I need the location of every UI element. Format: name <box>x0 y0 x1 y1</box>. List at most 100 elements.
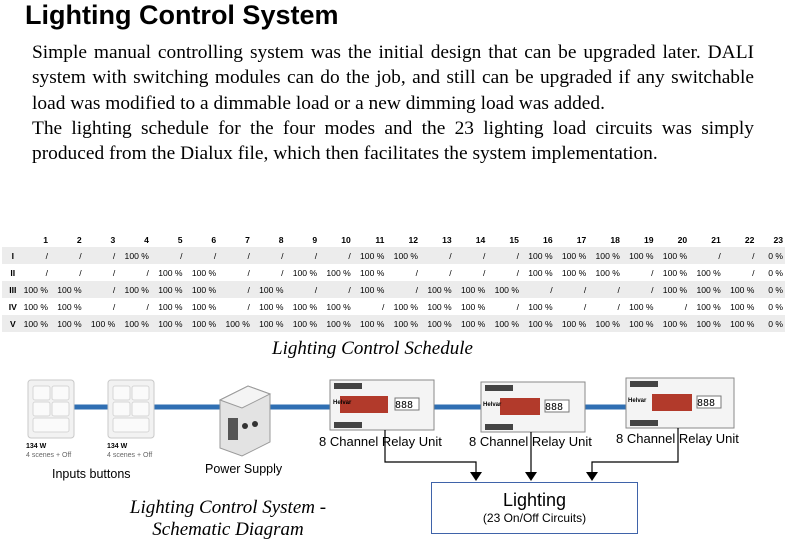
schedule-cell: / <box>482 267 486 278</box>
schedule-cell: 100 % <box>57 318 82 329</box>
schedule-cell: / <box>348 250 351 261</box>
schedule-cell: / <box>752 250 755 261</box>
schedule-cell: 100 % <box>730 284 755 295</box>
column-header: 15 <box>509 235 519 245</box>
schedule-cell: / <box>348 284 351 295</box>
schedule-cell: / <box>617 284 620 295</box>
column-header: 9 <box>312 235 318 245</box>
relay-brand: Helvar <box>628 398 647 404</box>
schedule-cell: 100 % <box>191 284 217 295</box>
column-header: 19 <box>643 235 654 245</box>
schedule-cell: 100 % <box>360 267 385 278</box>
schedule-cell: / <box>213 250 217 261</box>
schedule-cell: 100 % <box>326 318 351 329</box>
schedule-cell: / <box>482 250 486 261</box>
schedule-cell: / <box>752 267 755 278</box>
column-header: 10 <box>341 235 351 245</box>
column-header: 7 <box>245 235 250 245</box>
button-scenes-label: 4 scenes + Off <box>26 452 72 459</box>
schedule-cell: 100 % <box>528 267 553 278</box>
lighting-subtitle: (23 On/Off Circuits) <box>482 511 587 525</box>
diagram-caption: Lighting Control System - Schematic Diag… <box>118 497 338 541</box>
schedule-cell: / <box>112 267 116 278</box>
relay-unit <box>480 381 586 433</box>
column-header: 5 <box>177 235 183 245</box>
schedule-cell: 100 % <box>158 267 183 278</box>
diagram-caption-line: Schematic Diagram <box>152 519 304 540</box>
schedule-cell: 100 % <box>662 318 688 329</box>
column-header: 14 <box>475 235 486 245</box>
schedule-cell: 100 % <box>561 250 587 261</box>
column-header: 12 <box>408 235 419 245</box>
relay-unit-label: 8 Channel Relay Unit <box>319 434 442 449</box>
schedule-cell: 100 % <box>191 267 217 278</box>
schedule-cell: 0 % <box>768 318 783 329</box>
paragraph: Simple manual controlling system was the… <box>32 42 754 114</box>
schedule-cell: 100 % <box>158 284 183 295</box>
schedule-cell: 100 % <box>730 318 755 329</box>
relay-unit-label: 8 Channel Relay Unit <box>469 434 592 449</box>
schedule-cell: / <box>516 301 519 312</box>
schedule-cell: 100 % <box>326 267 351 278</box>
schedule-cell: 100 % <box>360 284 385 295</box>
schedule-cell: 100 % <box>23 301 48 312</box>
column-header: 20 <box>677 235 688 245</box>
schedule-cell: / <box>651 267 654 278</box>
schedule-cell: 100 % <box>427 301 452 312</box>
schedule-cell: 100 % <box>393 250 419 261</box>
schedule-cell: / <box>651 284 654 295</box>
schedule-cell: / <box>112 301 116 312</box>
column-header: 2 <box>76 235 82 245</box>
schedule-cell: / <box>79 250 82 261</box>
column-header: 23 <box>773 235 783 245</box>
schedule-cell: / <box>382 301 385 312</box>
schedule-cell: 100 % <box>57 284 82 295</box>
schedule-cell: / <box>583 301 587 312</box>
schedule-cell: 100 % <box>528 318 553 329</box>
table-row: II////100 %100 %//100 %100 %100 %////100… <box>2 264 785 281</box>
schedule-cell: 100 % <box>561 318 587 329</box>
column-header: 3 <box>110 235 116 245</box>
column-header: 22 <box>744 235 755 245</box>
column-header: 4 <box>144 235 149 245</box>
schedule-cell: 100 % <box>292 301 318 312</box>
schedule-cell: 100 % <box>595 267 620 278</box>
schematic-diagram <box>27 377 735 481</box>
schedule-cell: 100 % <box>629 250 654 261</box>
schedule-cell: 100 % <box>158 318 183 329</box>
schedule-cell: 100 % <box>90 318 116 329</box>
column-header: 1 <box>43 235 48 245</box>
column-header: 21 <box>711 235 721 245</box>
schedule-cell: 100 % <box>460 301 486 312</box>
diagram-caption-line: Lighting Control System - <box>129 497 327 518</box>
schedule-cell: / <box>247 284 250 295</box>
schedule-cell: / <box>550 284 553 295</box>
relay-display: 888 <box>395 400 414 411</box>
schedule-cell: 100 % <box>360 250 385 261</box>
input-button-panel <box>107 379 155 439</box>
column-header: 17 <box>576 235 587 245</box>
arrow-heads <box>470 472 598 481</box>
table-row: I///100 %//////100 %100 %///100 %100 %10… <box>2 247 785 264</box>
relay-unit <box>625 377 735 429</box>
schedule-cell: 100 % <box>595 250 620 261</box>
table-row: V 100 % 100 % 100 % 100 % 100 % 100 % 100 % 100 … <box>2 315 785 332</box>
schedule-cell: 100 % <box>494 284 519 295</box>
mode-label: V <box>9 318 16 329</box>
schedule-cell: / <box>314 284 318 295</box>
inputs-label: Inputs buttons <box>52 467 131 481</box>
schedule-cell: 100 % <box>629 301 654 312</box>
schedule-cell: / <box>112 250 116 261</box>
schedule-cell: 100 % <box>124 284 149 295</box>
mode-label: I <box>11 250 14 261</box>
schedule-cell: 100 % <box>191 301 217 312</box>
button-scenes-label: 4 scenes + Off <box>107 452 153 459</box>
schedule-cell: 100 % <box>696 301 721 312</box>
schedule-cell: / <box>516 267 519 278</box>
lighting-box: Lighting (23 On/Off Circuits) <box>431 482 638 534</box>
schedule-cell: 100 % <box>662 250 688 261</box>
schedule-cell: / <box>415 267 419 278</box>
schedule-cell: / <box>449 267 452 278</box>
